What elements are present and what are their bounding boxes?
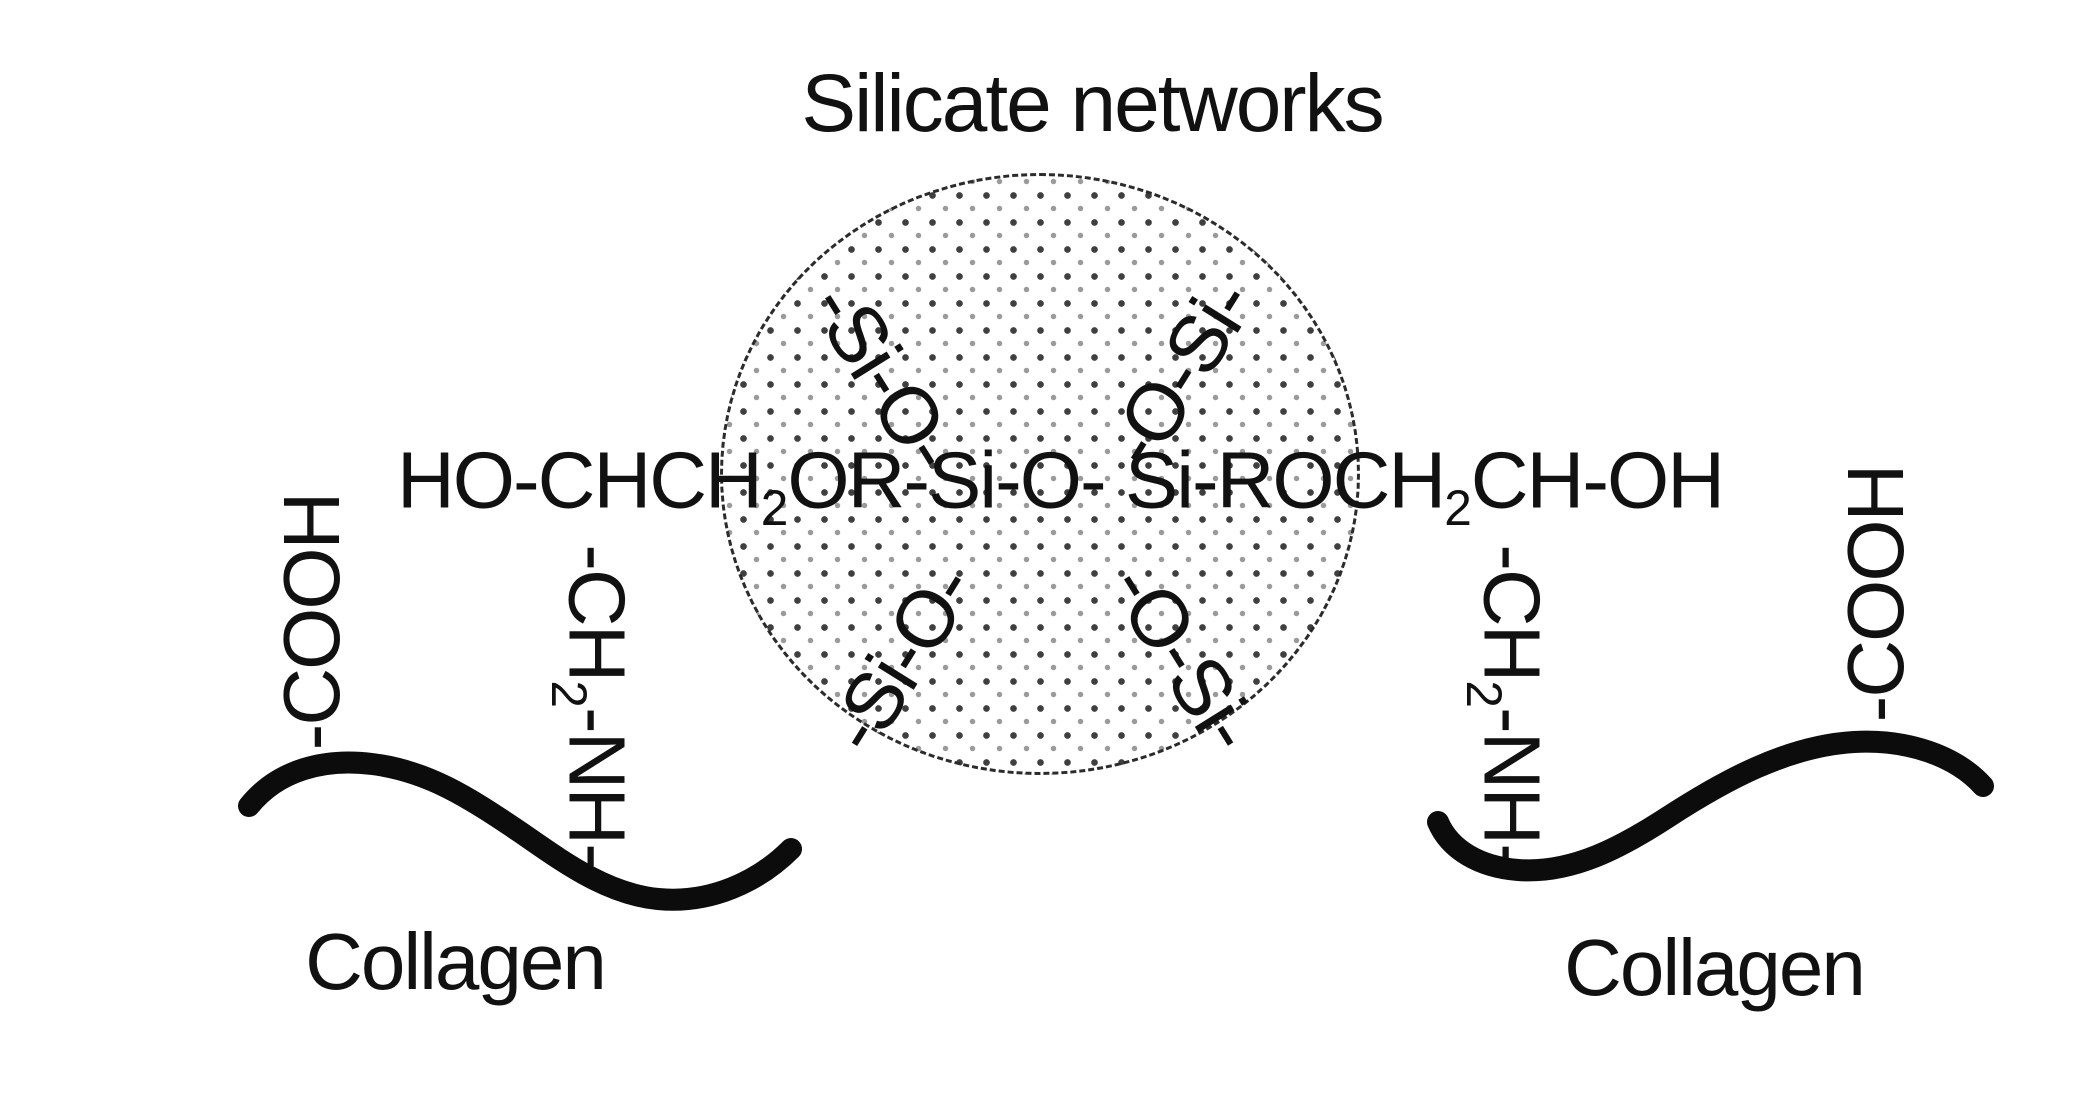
formula-segment-3: CH-OH [1470, 435, 1725, 525]
formula-subscript-1: 2 [760, 479, 789, 536]
formula-segment-1: HO-CHCH [397, 435, 763, 525]
collagen-label-right: Collagen [1564, 923, 1866, 1012]
collagen-label-left: Collagen [305, 917, 607, 1006]
silicate-network-circle [720, 173, 1360, 775]
figure-title: Silicate networks [801, 58, 1384, 149]
collagen-wave-left [238, 751, 802, 911]
formula-subscript-2: 2 [1444, 479, 1472, 536]
formula-segment-2: OR-Si-O- Si-ROCH [787, 435, 1446, 525]
collagen-wave-right [1427, 730, 1994, 882]
chemical-formula: HO-CHCH2OR-Si-O- Si-ROCH2CH-OH [397, 440, 1725, 536]
